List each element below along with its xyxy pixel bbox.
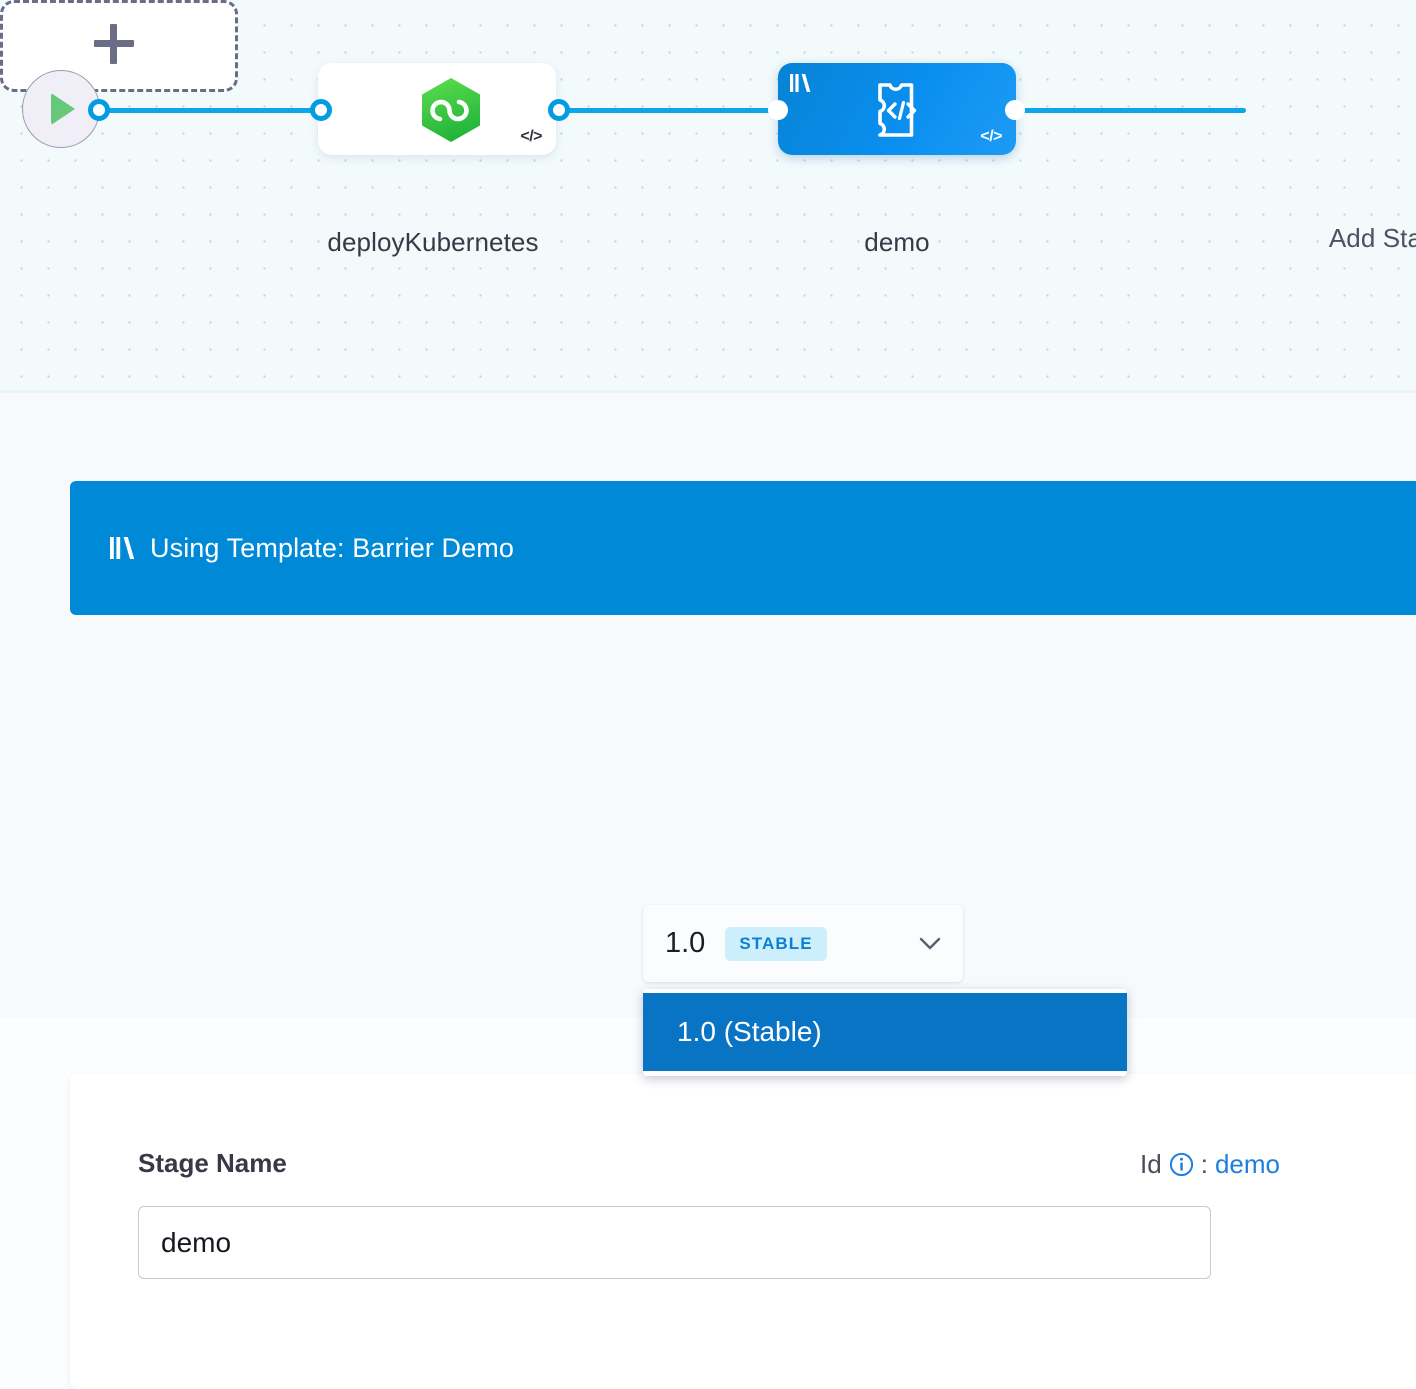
template-version-selector[interactable]: 1.0 STABLE bbox=[643, 905, 963, 982]
stage-id-row: Id : demo bbox=[1140, 1149, 1280, 1180]
using-template-bar: Using Template: Barrier Demo bbox=[70, 481, 1416, 615]
code-badge-icon: </> bbox=[520, 128, 542, 145]
port-start-output[interactable] bbox=[88, 99, 110, 121]
custom-stage-code-icon bbox=[864, 77, 932, 143]
stage-name-input[interactable] bbox=[138, 1206, 1211, 1279]
template-version-dropdown[interactable]: 1.0 (Stable) bbox=[643, 989, 1127, 1076]
port-deploykubernetes-output[interactable] bbox=[548, 99, 570, 121]
version-option-1-0-stable[interactable]: 1.0 (Stable) bbox=[643, 993, 1127, 1071]
port-deploykubernetes-input[interactable] bbox=[310, 99, 332, 121]
stage-node-demo[interactable]: </> bbox=[778, 63, 1016, 155]
template-library-icon bbox=[110, 537, 136, 559]
id-separator: : bbox=[1200, 1149, 1208, 1179]
stage-form-card: Stage Name Id : demo bbox=[70, 1074, 1416, 1389]
canvas-divider bbox=[0, 390, 1416, 393]
pipeline-start-node[interactable] bbox=[22, 70, 100, 148]
stage-label-demo: demo bbox=[864, 227, 930, 257]
pipeline-canvas[interactable]: </> deployKubernetes </> demo Add Stage bbox=[0, 0, 1416, 390]
connector-k8s-to-demo bbox=[550, 108, 788, 113]
stage-label-deploykubernetes: deployKubernetes bbox=[327, 227, 539, 257]
port-demo-output[interactable] bbox=[1005, 100, 1025, 120]
template-version-value: 1.0 bbox=[665, 927, 706, 959]
template-stability-badge: STABLE bbox=[725, 926, 827, 961]
using-template-text: Using Template: Barrier Demo bbox=[150, 532, 514, 563]
plus-icon bbox=[92, 22, 136, 66]
chevron-down-icon[interactable] bbox=[919, 937, 941, 951]
play-icon bbox=[51, 93, 75, 125]
add-stage-label: Add Stage bbox=[1328, 223, 1416, 253]
info-circle-icon[interactable] bbox=[1169, 1152, 1194, 1177]
code-badge-icon: </> bbox=[980, 128, 1002, 145]
connector-demo-to-add bbox=[1008, 108, 1246, 113]
stage-name-label: Stage Name bbox=[138, 1148, 287, 1178]
stage-id-value: demo bbox=[1214, 1149, 1280, 1179]
stage-node-deploykubernetes[interactable]: </> bbox=[318, 63, 556, 155]
id-label: Id bbox=[1140, 1149, 1162, 1179]
port-demo-input[interactable] bbox=[768, 100, 788, 120]
harness-infinity-hexagon-icon bbox=[419, 77, 483, 143]
stage-details-panel: Using Template: Barrier Demo Stage Name … bbox=[0, 393, 1416, 1389]
template-library-icon bbox=[790, 74, 812, 92]
connector-start-to-k8s bbox=[96, 108, 328, 113]
